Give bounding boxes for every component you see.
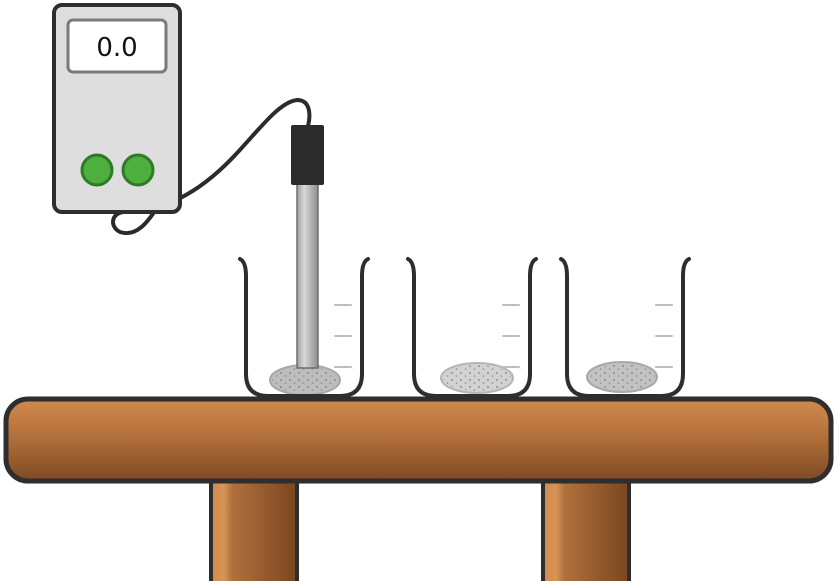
bench-leg-left [209, 468, 299, 581]
meter-reading: 0.0 [96, 33, 137, 63]
beaker-1[interactable] [238, 257, 370, 398]
probe-cable [111, 97, 312, 236]
beaker-2[interactable] [406, 257, 538, 398]
meter-button-right[interactable] [121, 153, 155, 187]
meter-button-left[interactable] [80, 153, 114, 187]
ph-meter[interactable]: 0.0 [52, 3, 182, 214]
beaker-3[interactable] [559, 257, 691, 398]
beaker-2-glass [406, 257, 538, 398]
ph-probe[interactable] [291, 125, 324, 369]
sand-sample-2-texture [443, 365, 511, 391]
probe-cap [291, 125, 324, 185]
sand-sample-1-texture [272, 367, 338, 393]
bench-top [3, 396, 834, 484]
meter-display [66, 18, 168, 74]
beaker-1-glass [238, 257, 370, 398]
probe-rod [296, 181, 319, 369]
beaker-3-glass [559, 257, 691, 398]
bench-leg-right [541, 468, 631, 581]
sand-sample-3-texture [589, 364, 655, 390]
